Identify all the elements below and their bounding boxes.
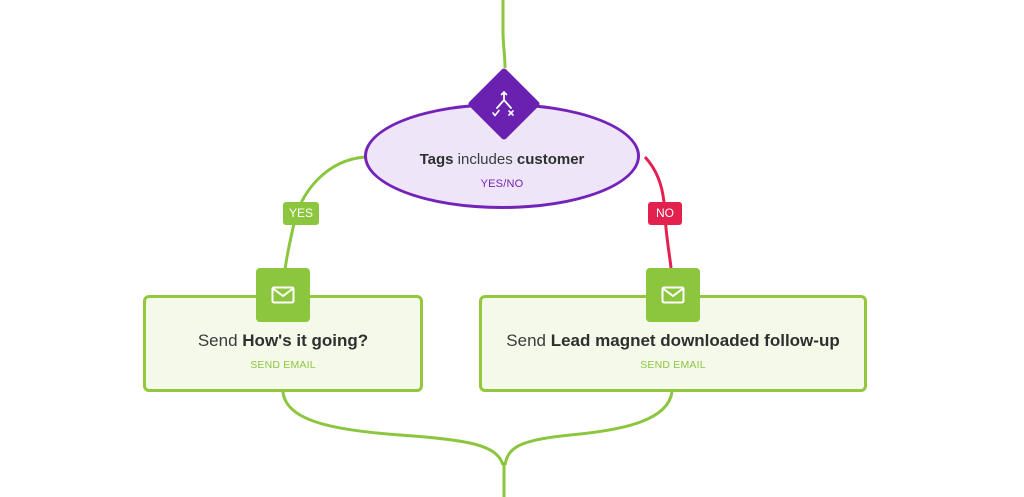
envelope-glyph xyxy=(661,286,685,304)
envelope-icon[interactable] xyxy=(256,268,310,322)
envelope-glyph xyxy=(271,286,295,304)
condition-type: YES/NO xyxy=(480,178,524,190)
action-title: Send Lead magnet downloaded follow-up xyxy=(506,331,840,350)
merge-connector-left xyxy=(281,391,505,466)
action-type: SEND EMAIL xyxy=(250,359,316,371)
action-title: Send How's it going? xyxy=(197,331,369,350)
incoming-connector xyxy=(501,0,507,69)
envelope-icon[interactable] xyxy=(646,268,700,322)
no-branch-label: NO xyxy=(648,202,682,225)
merge-connector-right xyxy=(503,391,674,466)
split-branch-icon xyxy=(492,90,514,117)
yes-branch-label: YES xyxy=(283,202,319,225)
action-type: SEND EMAIL xyxy=(640,359,706,371)
condition-node[interactable]: Tags includes customer YES/NO xyxy=(364,103,640,209)
condition-text: Tags includes customer xyxy=(419,151,585,168)
